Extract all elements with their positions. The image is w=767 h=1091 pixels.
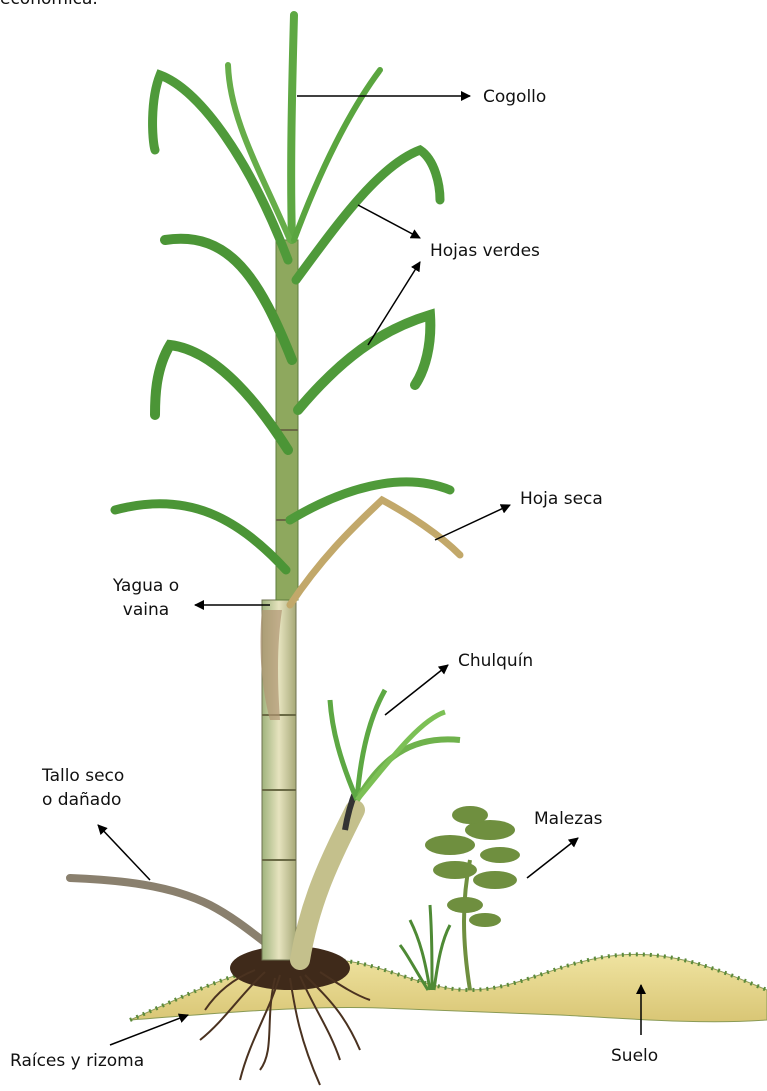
weeds (400, 806, 520, 990)
label-suelo: Suelo (611, 1045, 658, 1067)
label-hojas-verdes: Hojas verdes (430, 240, 540, 262)
label-tallo-seco-line2: o dañado (42, 789, 121, 811)
label-hoja-seca: Hoja seca (520, 488, 603, 510)
dry-stalk (70, 878, 275, 950)
arrow-malezas (527, 838, 578, 878)
label-yagua-line1: Yagua o (96, 575, 196, 597)
roots (200, 946, 370, 1085)
label-chulquin: Chulquín (458, 650, 533, 672)
label-raices: Raíces y rizoma (10, 1050, 144, 1072)
label-cogollo: Cogollo (483, 86, 546, 108)
arrow-hojas-verdes-upper (358, 205, 420, 238)
sucker-shoot (300, 690, 460, 960)
arrow-tallo-seco (98, 825, 150, 880)
label-malezas: Malezas (534, 808, 602, 830)
label-yagua-line2: vaina (96, 599, 196, 621)
arrow-raices (110, 1015, 188, 1045)
arrow-chulquin (385, 665, 448, 715)
label-tallo-seco-line1: Tallo seco (42, 765, 124, 787)
arrow-hoja-seca (435, 505, 510, 540)
